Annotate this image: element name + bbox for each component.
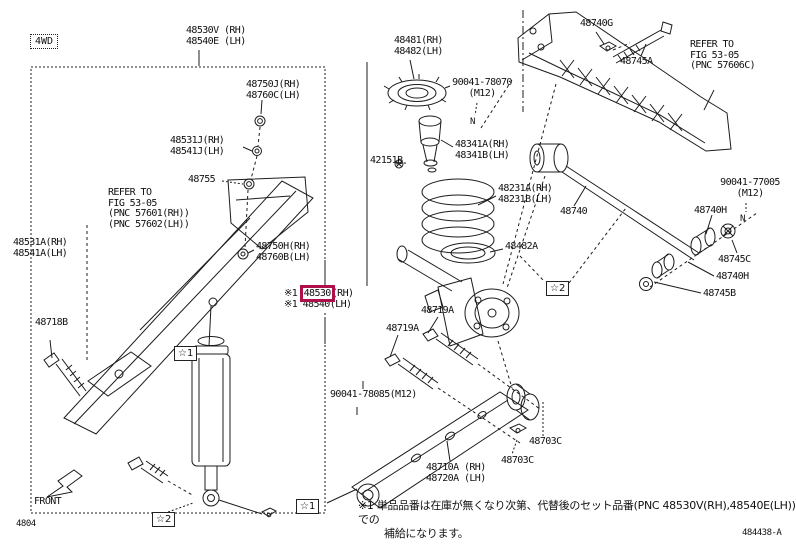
corner-ref-label: 4804	[16, 519, 36, 529]
refer-note-left: REFER TO FIG 53-05 (PNC 57601(RH)) (PNC …	[108, 187, 190, 230]
part-label-48740h-lower[interactable]: 48740H	[716, 271, 749, 282]
part-label-48531j-48541j[interactable]: 48531J(RH) 48541J(LH)	[170, 135, 225, 157]
symbol-star1-box-a: ☆1	[174, 346, 198, 361]
part-label-90041-78085[interactable]: 90041-78085(M12)	[330, 389, 417, 400]
trailing-arm-drawing	[351, 383, 540, 509]
selected-part-suffix: (RH)	[331, 288, 354, 299]
part-label-48530-48540-selected[interactable]: ※1 48530(RH)※1 48540(LH)	[282, 285, 356, 311]
part-label-90041-77005[interactable]: 90041-77005 (M12)	[720, 177, 780, 199]
part-label-42151b[interactable]: 42151B	[370, 155, 403, 166]
part-label-48745a[interactable]: 48745A	[620, 56, 653, 67]
part-label-48755[interactable]: 48755	[188, 174, 216, 185]
part-label-48231a-48231b[interactable]: 48231A(RH) 48231B(LH)	[498, 183, 553, 205]
nut-marker-right: N	[740, 214, 746, 224]
part-label-48740g[interactable]: 48740G	[580, 18, 613, 29]
symbol-star1-box-b: ☆1	[296, 499, 320, 514]
part-label-48719a-upper[interactable]: 48719A	[421, 305, 454, 316]
part-label-48740h-upper[interactable]: 48740H	[694, 205, 727, 216]
part-label-48482a[interactable]: 48482A	[505, 241, 538, 252]
front-direction-label: FRONT	[34, 496, 62, 507]
arm-bolts-drawing	[356, 316, 544, 455]
symbol-star2-box-b: ☆2	[546, 281, 570, 296]
part-label-48750h-48760b[interactable]: 48750H(RH) 48760B(LH)	[256, 241, 311, 263]
spring-support-member-drawing	[63, 176, 314, 435]
axle-beam-drawing	[474, 10, 732, 285]
part-label-48745b[interactable]: 48745B	[703, 288, 736, 299]
part-label-48750j-48760c[interactable]: 48750J(RH) 48760C(LH)	[246, 79, 301, 101]
beam-bolt-drawing	[595, 21, 673, 64]
symbol-star2-box-a: ☆2	[152, 512, 176, 527]
footnote-line2: 補給になります。	[384, 527, 469, 540]
coil-spring-drawing	[421, 178, 504, 264]
drive-type-badge: 4WD	[30, 34, 59, 49]
part-label-48745c[interactable]: 48745C	[718, 254, 751, 265]
selected-part-marker: ※1	[284, 288, 303, 299]
part-label-90041-78070[interactable]: 90041-78070 (M12)	[452, 77, 512, 99]
nut-marker-left: N	[470, 117, 476, 127]
part-label-48531a-48541a[interactable]: 48531A(RH) 48541A(LH)	[13, 237, 68, 259]
part-label-48740[interactable]: 48740	[560, 206, 588, 217]
selected-part-number[interactable]: 48530	[299, 285, 335, 302]
bump-stopper-drawing	[394, 115, 454, 173]
footnote: ※1 単品品番は在庫が無くなり次第、代替後のセット品番(PNC 48530V(R…	[358, 499, 796, 541]
front-arrow-icon	[46, 469, 83, 498]
part-label-48703c-lower[interactable]: 48703C	[501, 455, 534, 466]
upper-fasteners-drawing	[221, 99, 266, 254]
part-label-48719a-lower[interactable]: 48719A	[386, 323, 419, 334]
footnote-line1: 単品品番は在庫が無くなり次第、代替後のセット品番(PNC 48530V(RH),…	[358, 499, 796, 526]
part-label-48703c-upper[interactable]: 48703C	[529, 436, 562, 447]
axle-hub-drawing	[396, 245, 520, 389]
part-label-48341a-48341b[interactable]: 48341A(RH) 48341B(LH)	[455, 139, 510, 161]
part-label-48710a-48720a[interactable]: 48710A (RH) 48720A (LH)	[426, 462, 486, 484]
footnote-marker: ※1	[358, 499, 374, 512]
refer-note-right: REFER TO FIG 53-05 (PNC 57606C)	[690, 39, 756, 71]
part-label-48530v-48540e[interactable]: 48530V (RH) 48540E (LH)	[186, 25, 246, 47]
part-label-48718b[interactable]: 48718B	[35, 317, 68, 328]
part-label-48481-48482[interactable]: 48481(RH) 48482(LH)	[394, 35, 443, 57]
lateral-rod-drawing	[506, 143, 758, 294]
bolt-48718b-drawing	[43, 339, 87, 397]
spring-seat-upper-drawing	[383, 59, 451, 111]
figure-code: 484438-A	[742, 528, 782, 538]
selected-part-line2: ※1 48540(LH)	[284, 298, 352, 310]
